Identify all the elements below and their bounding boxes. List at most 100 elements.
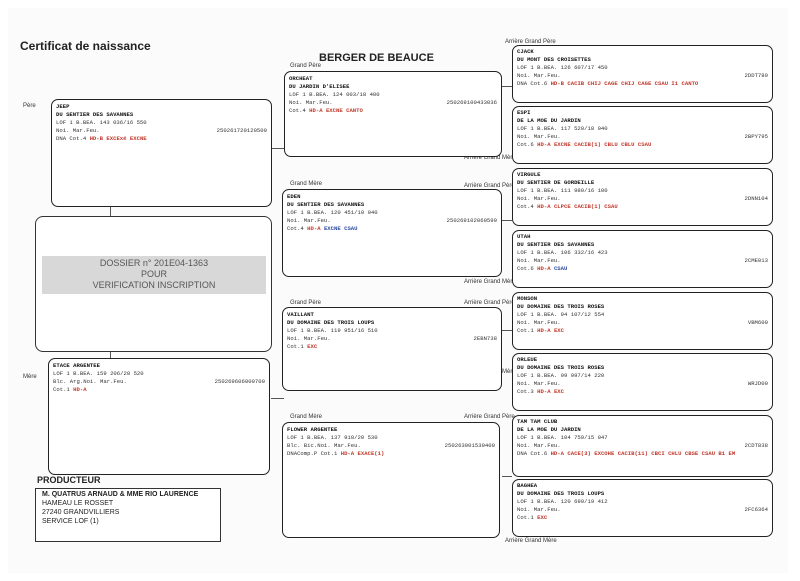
father-card: JEEP DU SENTIER DES SAVANNES LOF 1 B.BEA… [51,99,272,207]
dossier-band [42,256,266,294]
agp-label-2: Arrière Grand Père [464,183,515,189]
connector [110,206,111,216]
gp-maternal-lof: LOF 1 B.BEA. 119 951/16 510 [287,327,378,334]
document-title: Certificat de naissance [20,39,151,53]
gp-paternal-affix: DU JARDIN D'ELISEE [289,83,350,90]
gm-paternal-label: Grand Mère [290,181,323,187]
mother-card: ETACE ARGENTEE LOF 1 B.BEA. 159 206/20 5… [48,358,270,475]
ggp-1-id: 2DDT789 [744,72,769,79]
producer-box: M. QUATRUS ARNAUD & MME RIO LAURENCE HAM… [35,488,221,542]
gp-maternal-affix: DU DOMAINE DES TROIS LOUPS [287,319,375,326]
ggp-8-name: BAGHEA [517,482,538,489]
ggp-1-name: CJACK [517,48,534,55]
agm-label-4: Arrière Grand Mère [505,538,557,544]
ggp-6-id: WRJD00 [747,380,768,387]
mother-label: Mère [23,374,37,380]
dossier-text: DOSSIER n° 201E04-1363 POUR VERIFICATION… [42,258,266,291]
ggp-2-name: ESPI [517,109,531,116]
ggp-5-lof: LOF 1 B.BEA. 94 107/12 554 [517,311,605,318]
ggp-3-lof: LOF 1 B.BEA. 111 980/16 100 [517,187,608,194]
ggp-3-id: 2DNN104 [744,195,769,202]
agp-label-3: Arrière Grand Père [464,300,515,306]
dossier-line-3: VERIFICATION INSCRIPTION [92,280,216,290]
producer-address-2: 27240 GRANDVILLIERS [42,509,120,516]
gp-paternal-card: ORCHEAT DU JARDIN D'ELISEE LOF 1 B.BEA. … [284,71,502,157]
ggp-4-lof: LOF 1 B.BEA. 106 332/16 423 [517,249,608,256]
connector [502,220,512,221]
father-id: 250261720120500 [216,127,267,134]
ggp-5-name: MONSON [517,295,538,302]
gm-maternal-label: Grand Mère [290,414,323,420]
breed-title: BERGER DE BEAUCE [319,52,434,64]
ggp-4-cot-b: CSAU [553,265,568,272]
ggp-6-lof: LOF 1 B.BEA. 99 997/14 220 [517,372,605,379]
ggp-8-cot-a: EXC [537,514,548,521]
ggp-7-id: 2CDT838 [744,442,769,449]
ggp-6-cot-a: HD-A [537,388,551,395]
gm-paternal-cot-a: HD-A [307,225,321,232]
ggp-6-affix: DU DOMAINE DES TROIS ROSES [517,364,605,371]
gm-paternal-lof: LOF 1 B.BEA. 120 451/10 040 [287,209,378,216]
gm-maternal-cot-label: DNAComp.P Cot.1 [287,450,338,457]
gp-paternal-lof: LOF 1 B.BEA. 124 003/18 400 [289,91,380,98]
connector [271,398,284,399]
connector [502,86,512,87]
ggp-5-affix: DU DOMAINE DES TROIS ROSES [517,303,605,310]
ggp-8-color: Noi. Mar.Feu. [517,506,561,513]
ggp-4-color: Noi. Mar.Feu. [517,257,561,264]
ggp-7-affix: DE LA MOE DU JARDIN [517,426,581,433]
ggp-7-color: Noi. Mar.Feu. [517,442,561,449]
ggp-8-cot-label: Cot.1 [517,514,534,521]
gp-maternal-cot-a: EXC [307,343,318,350]
gm-paternal-cot-b: EXCNE CSAU [323,225,358,232]
ggp-5-cot-label: Cot.1 [517,327,534,334]
agm-label-2: Arrière Grand Mère [464,279,516,285]
ggp-4-affix: DU SENTIER DES SAVANNES [517,241,595,248]
ggp-3-color: Noi. Mar.Feu. [517,195,561,202]
gp-paternal-cot-label: Cot.4 [289,107,306,114]
ggp-card-6: ORLEUE DU DOMAINE DES TROIS ROSES LOF 1 … [512,353,773,411]
ggp-4-name: UTAH [517,233,531,240]
gp-paternal-name: ORCHEAT [289,75,313,82]
connector [502,476,512,477]
ggp-card-1: CJACK DU MONT DES CROISETTES LOF 1 B.BEA… [512,45,773,103]
gm-maternal-cot-a: HD-A [340,450,355,457]
gm-paternal-card: EDEN DU SENTIER DES SAVANNES LOF 1 B.BEA… [282,189,502,277]
ggp-2-affix: DE LA MOE DU JARDIN [517,117,581,124]
ggp-2-cot-label: Cot.6 [517,141,534,148]
ggp-7-cot-label: DNA Cot.6 [517,450,548,457]
agm-label-1: Arrière Grand Mère [464,155,516,161]
father-affix: DU SENTIER DES SAVANNES [56,111,134,118]
gm-paternal-id: 250269102060590 [446,217,497,224]
ggp-3-cot-label: Cot.4 [517,203,534,210]
ggp-card-8: BAGHEA DU DOMAINE DES TROIS LOUPS LOF 1 … [512,479,773,537]
dossier-line-1: DOSSIER n° 201E04-1363 [99,258,209,268]
gp-paternal-cot-a: HD-A [309,107,323,114]
gm-maternal-card: FLOWER ARGENTEE LOF 1 B.BEA. 137 910/20 … [282,422,500,538]
ggp-2-id: 2BPY795 [744,133,769,140]
gp-paternal-id: 250269100433036 [446,99,497,106]
ggp-3-affix: DU SENTIER DE GORDEILLE [517,179,595,186]
ggp-5-cot-b: EXC [553,327,565,334]
ggp-card-4: UTAH DU SENTIER DES SAVANNES LOF 1 B.BEA… [512,230,773,288]
ggp-4-cot-label: Cot.6 [517,265,534,272]
mother-cot-label: Cot.1 [53,386,70,393]
ggp-5-cot-a: HD-A [537,327,551,334]
gp-maternal-id: 2EBN738 [473,335,498,342]
mother-name: ETACE ARGENTEE [53,362,100,369]
ggp-8-id: 2FC6364 [744,506,769,513]
ggp-7-cot-a: HD-A [550,450,565,457]
ggp-1-affix: DU MONT DES CROISETTES [517,56,591,63]
connector [110,352,111,360]
gp-maternal-card: VAILLANT DU DOMAINE DES TROIS LOUPS LOF … [282,307,502,391]
ggp-1-color: Noi. Mar.Feu. [517,72,561,79]
ggp-4-id: 2CME013 [744,257,769,264]
father-name: JEEP [56,103,70,110]
father-label: Père [23,103,36,109]
ggp-2-cot-b: EXCNE CACIB(1) CBLU CBLU CSAU [553,141,652,148]
ggp-3-cot-b: CLPCE CACIB(1) CSAU [553,203,618,210]
father-cot-b: EXCExé EXCNE [106,135,147,142]
mother-lof: LOF 1 B.BEA. 159 206/20 520 [53,370,144,377]
connector [502,330,512,331]
connector [271,148,284,149]
